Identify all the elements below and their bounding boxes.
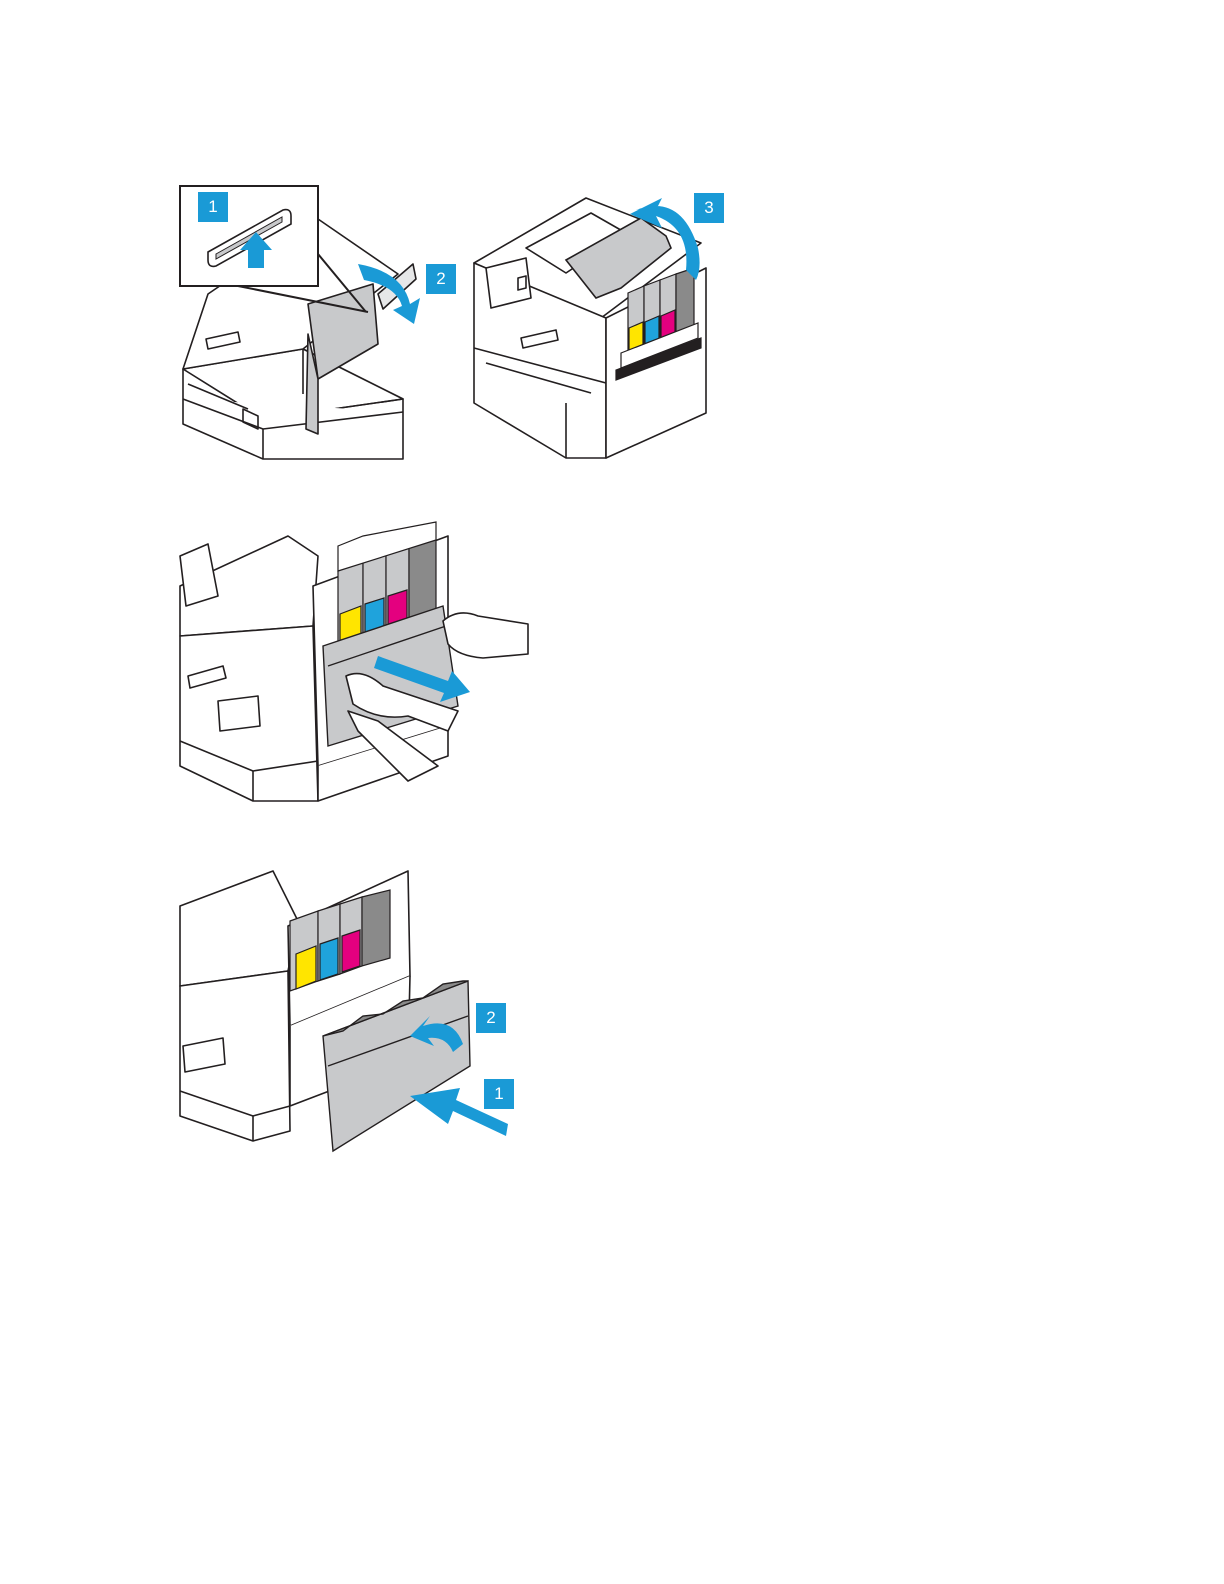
callout-badge-2: 2 bbox=[426, 264, 456, 294]
figure-open-top-cover: 3 bbox=[466, 188, 728, 466]
callout-badge-2: 2 bbox=[476, 1003, 506, 1033]
figure-open-right-door: 1 2 bbox=[178, 184, 458, 464]
callout-badge-3: 3 bbox=[694, 193, 724, 223]
callout-badge-1: 1 bbox=[198, 192, 228, 222]
callout-badge-1: 1 bbox=[484, 1079, 514, 1109]
printer-front-icon bbox=[466, 188, 728, 466]
figure-remove-waste-toner-bottle bbox=[178, 526, 530, 804]
printer-front-icon bbox=[178, 184, 458, 464]
figure-insert-waste-toner-bottle: 2 1 bbox=[178, 866, 518, 1156]
